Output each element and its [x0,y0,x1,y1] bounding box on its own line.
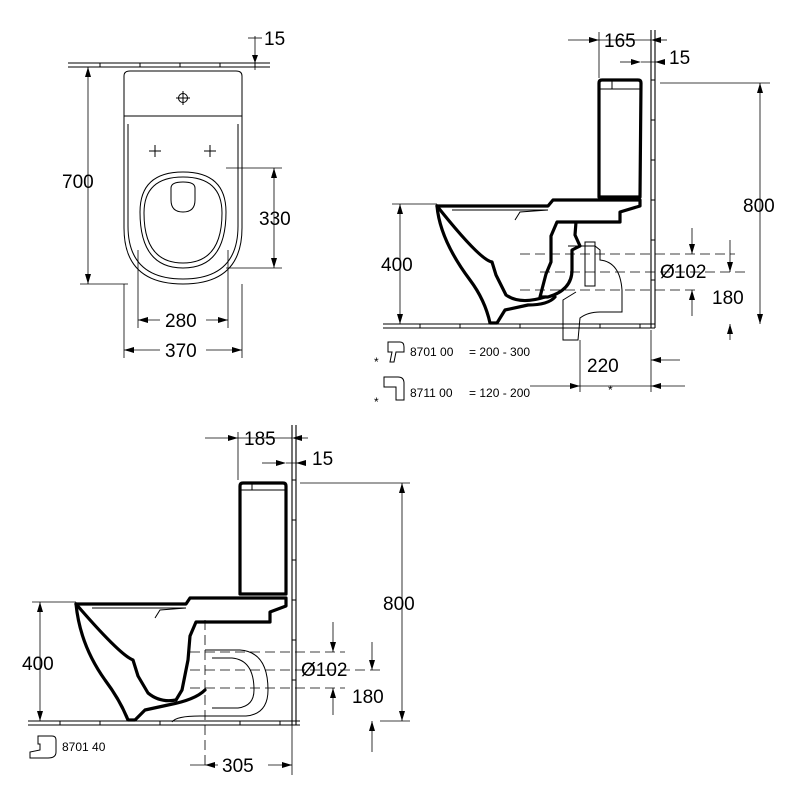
side2-tank [238,481,288,596]
side1-floor [383,323,655,329]
dim-label-top-length: 700 [62,172,94,193]
dim-side1-height: 800 [660,82,775,324]
dim-label-side1-outlet-distance: 220 [587,356,619,377]
pipe-connector-icon [387,341,405,363]
side1-tank [597,78,643,199]
dim-side1-outlet-diameter: Ø102 [660,228,706,316]
side1-accessory-2-marker: * [374,395,379,409]
side1-accessory-1-code: 8701 00 [410,345,454,359]
dim-label-side1-bowl-height: 400 [381,255,413,276]
dim-label-top-outer-width: 370 [165,341,197,362]
dim-note-side1-outlet-distance: * [608,383,613,397]
dim-side2-outlet-height: 180 [352,642,384,752]
dim-label-top-seat: 330 [259,209,291,230]
side2-outlet [171,649,269,723]
top-view-opening [139,171,227,269]
dim-label-side2-tank-depth: 185 [244,429,276,450]
dim-top-length: 700 [62,66,128,285]
dim-side2-bowl-height: 400 [22,601,76,721]
dim-label-side2-bowl-height: 400 [22,654,54,675]
dim-side1-outlet-distance: 220 * [530,330,685,397]
side-view-2: 185 15 800 400 [22,425,415,777]
side1-accessory-2-range: = 120 - 200 [469,386,530,400]
top-view-bowl [123,116,243,285]
dim-side1-bowl-height: 400 [381,203,437,324]
dim-label-side1-tank-depth: 165 [604,31,636,52]
side2-accessory-code: 8701 40 [62,740,106,754]
dim-label-side1-outlet-height: 180 [712,288,744,309]
dim-side2-outlet-diameter: Ø102 [301,622,347,715]
dim-label-side2-outlet-distance: 305 [222,756,254,777]
hinge-holes-icon [149,145,216,157]
top-view-drain [170,181,196,213]
dim-side2-tank-depth: 185 [205,429,308,480]
side1-accessory-2: * 8711 00 = 120 - 200 [374,376,530,409]
dim-label-side1-height: 800 [743,196,775,217]
top-view: 15 700 330 280 [62,29,291,362]
top-view-tank [123,70,243,117]
dim-side1-gap: 15 [620,48,690,69]
pipe-connector-icon [383,376,405,401]
dim-side2-outlet-distance: 305 [190,725,293,777]
side1-accessory-1: * 8701 00 = 200 - 300 [374,341,530,369]
dim-side1-tank-depth: 165 [568,31,667,78]
dim-label-top-gap: 15 [264,29,285,50]
pipe-connector-icon [29,735,57,759]
flush-button-icon [176,91,190,105]
side1-bowl [435,198,642,299]
top-view-wall [68,62,270,68]
side2-bowl [74,596,288,702]
dim-top-inner-width: 280 [137,250,229,332]
dim-label-side2-gap: 15 [312,449,333,470]
dim-label-side1-gap: 15 [669,48,690,69]
top-view-rim [127,124,239,280]
dim-label-side1-outlet-diameter: Ø102 [660,262,706,283]
side2-wall [291,425,297,725]
dim-label-top-inner-width: 280 [165,311,197,332]
dim-side2-gap: 15 [262,449,333,470]
dim-top-outer-width: 370 [123,284,243,362]
dim-label-side2-outlet-height: 180 [352,687,384,708]
side-view-1: 165 15 800 400 [374,30,775,409]
dim-label-side2-outlet-diameter: Ø102 [301,660,347,681]
dim-side2-height: 800 [300,482,415,722]
side1-accessory-1-marker: * [374,355,379,369]
side2-floor [28,720,300,726]
side1-outlet [562,245,623,341]
side1-wall [650,30,656,328]
dim-label-side2-height: 800 [383,594,415,615]
side1-accessory-1-range: = 200 - 300 [469,345,530,359]
side1-accessory-2-code: 8711 00 [410,386,453,400]
side2-accessory: 8701 40 [29,735,106,759]
dim-side1-outlet-height: 180 [712,240,744,340]
dim-top-gap: 15 [248,29,285,70]
dim-top-seat: 330 [226,167,291,269]
